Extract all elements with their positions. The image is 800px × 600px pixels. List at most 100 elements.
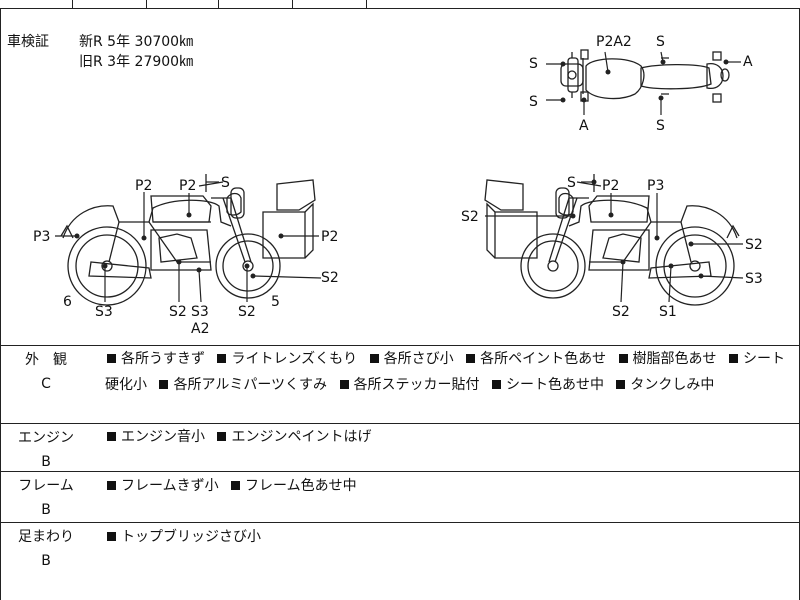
- condition-item-text: フレーム色あせ中: [245, 478, 357, 494]
- motorcycle-left-view: [60, 174, 316, 306]
- condition-item-text: シート: [743, 351, 785, 367]
- condition-item: ライトレンズくもり: [215, 351, 357, 367]
- callout-label: P2: [179, 178, 196, 194]
- category-grade: B: [41, 454, 51, 470]
- shaken-new-row: 新R 5年 30700㎞: [79, 34, 194, 50]
- condition-row-suspension: 足まわり B トップブリッジさび小: [0, 522, 800, 600]
- condition-row-exterior: 外 観 C 各所うすきず ライトレンズくもり 各所さび小 各所ペイント色あせ 樹…: [0, 345, 800, 423]
- condition-line: 硬化小 各所アルミパーツくすみ 各所ステッカー貼付 シート色あせ中 タンクしみ中: [105, 372, 791, 398]
- bullet-square-icon: [491, 380, 501, 389]
- condition-category: 外 観 C: [1, 350, 91, 394]
- category-name: 足まわり: [18, 529, 74, 545]
- condition-item: フレームきず小: [105, 478, 219, 494]
- bullet-square-icon: [217, 432, 227, 441]
- condition-item: フレーム色あせ中: [229, 478, 357, 494]
- callout-label: S3: [745, 271, 763, 287]
- strip-cell: [0, 0, 293, 8]
- left-view-callouts: P2 P2 S P3 P2 6 S3 S2 S3 A2 S2 5 S2: [33, 175, 339, 337]
- bullet-square-icon: [159, 380, 169, 389]
- condition-item-text: 各所うすきず: [121, 351, 205, 367]
- condition-item: 各所うすきず: [105, 351, 205, 367]
- right-view-leaders: [485, 181, 744, 303]
- condition-item-text: トップブリッジさび小: [121, 529, 261, 545]
- motorcycle-diagram: P2A2 S S A S A S P2 P2 S P3 P2 6 S3 S2 S…: [33, 34, 763, 337]
- condition-item-text: エンジン音小: [121, 429, 205, 445]
- callout-label: S2: [461, 209, 479, 225]
- top-view-callouts: P2A2 S S A S A S: [529, 34, 753, 134]
- condition-item: 硬化小: [105, 377, 147, 393]
- callout-label: S3: [95, 304, 113, 320]
- callout-label: 5: [271, 294, 280, 310]
- bullet-square-icon: [339, 380, 349, 389]
- condition-item-text: 硬化小: [105, 377, 147, 393]
- condition-item-text: 各所ステッカー貼付: [353, 377, 480, 393]
- callout-label: A: [579, 118, 589, 134]
- category-name: エンジン: [18, 430, 74, 446]
- callout-label: P3: [647, 178, 664, 194]
- condition-item: 樹脂部色あせ: [617, 351, 717, 367]
- left-view-damage-points: [74, 212, 284, 279]
- callout-label: A: [743, 54, 753, 70]
- callout-label: P2A2: [596, 34, 632, 50]
- condition-item-text: ライトレンズくもり: [231, 351, 358, 367]
- strip-cell: [0, 0, 367, 8]
- top-view-leaders: [546, 51, 741, 115]
- condition-item: 各所アルミパーツくすみ: [157, 377, 327, 393]
- condition-item: タンクしみ中: [614, 377, 714, 393]
- bullet-square-icon: [618, 354, 628, 363]
- callout-label: S: [529, 56, 538, 72]
- category-name: 外 観: [25, 352, 67, 368]
- condition-item-text: シート色あせ中: [505, 377, 604, 393]
- strip-cell: [0, 0, 219, 8]
- callout-label: S2: [169, 304, 187, 320]
- condition-items: フレームきず小 フレーム色あせ中: [105, 473, 791, 499]
- callout-label: A2: [191, 321, 209, 337]
- condition-item-text: タンクしみ中: [630, 377, 715, 393]
- category-name: フレーム: [18, 478, 74, 494]
- condition-item: 各所ペイント色あせ: [464, 351, 606, 367]
- condition-line: フレームきず小 フレーム色あせ中: [105, 473, 791, 499]
- condition-item: トップブリッジさび小: [105, 529, 261, 545]
- condition-items: 各所うすきず ライトレンズくもり 各所さび小 各所ペイント色あせ 樹脂部色あせ …: [105, 346, 791, 398]
- category-grade: C: [41, 376, 51, 392]
- condition-item-text: 各所さび小: [383, 351, 454, 367]
- bullet-square-icon: [729, 354, 738, 363]
- shaken-label: 車検証: [7, 34, 49, 50]
- callout-label: S2: [321, 270, 339, 286]
- bullet-square-icon: [616, 380, 626, 389]
- condition-item-text: エンジンペイントはげ: [231, 429, 372, 445]
- top-view-damage-points: [560, 59, 729, 103]
- callout-label: P2: [602, 178, 619, 194]
- left-view-leaders: [55, 181, 322, 303]
- callout-label: P2: [321, 229, 338, 245]
- callout-label: S: [656, 118, 665, 134]
- right-view-damage-points: [570, 179, 704, 279]
- strip-cell: [0, 0, 73, 8]
- top-table-strip: [0, 0, 800, 9]
- shaken-old-row: 旧R 3年 27900㎞: [79, 54, 194, 70]
- callout-label: S2: [745, 237, 763, 253]
- category-grade: B: [41, 502, 51, 518]
- bullet-square-icon: [107, 532, 116, 541]
- condition-item-text: フレームきず小: [121, 478, 219, 494]
- callout-label: S: [567, 175, 576, 191]
- condition-items: トップブリッジさび小: [105, 524, 791, 550]
- condition-items: エンジン音小 エンジンペイントはげ: [105, 424, 791, 450]
- condition-item: エンジンペイントはげ: [215, 429, 371, 445]
- callout-label: S: [221, 175, 230, 191]
- callout-label: P3: [33, 229, 50, 245]
- bullet-square-icon: [231, 481, 241, 490]
- callout-label: S2: [238, 304, 256, 320]
- condition-item-text: 各所ペイント色あせ: [480, 351, 607, 367]
- condition-line: トップブリッジさび小: [105, 524, 791, 550]
- condition-item-text: 樹脂部色あせ: [632, 351, 717, 367]
- condition-category: フレーム B: [1, 476, 91, 520]
- strip-cell: [0, 0, 147, 8]
- bullet-square-icon: [107, 354, 116, 363]
- condition-item: シート: [727, 351, 785, 367]
- callout-label: S3: [191, 304, 209, 320]
- callout-label: S: [529, 94, 538, 110]
- condition-item: 各所さび小: [368, 351, 454, 367]
- bullet-square-icon: [466, 354, 476, 363]
- condition-category: エンジン B: [1, 428, 91, 472]
